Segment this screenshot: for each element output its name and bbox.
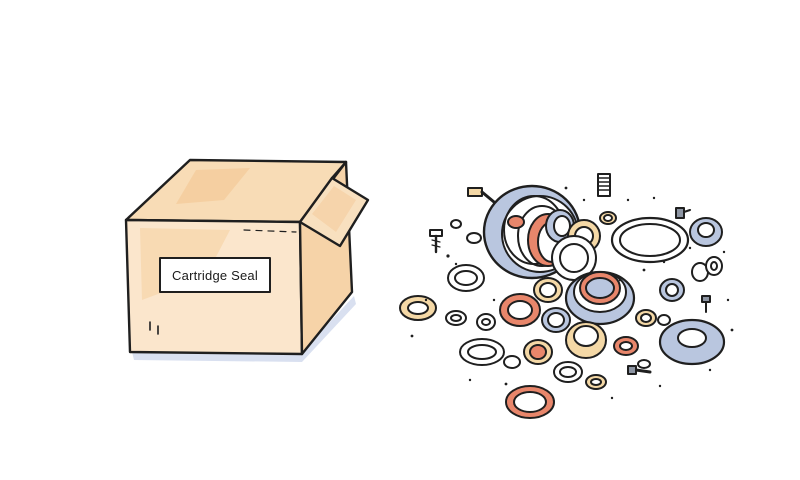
box-label-card bbox=[159, 257, 271, 293]
screw-icon bbox=[627, 365, 652, 375]
small-spring-icon bbox=[597, 173, 611, 197]
debris-dots bbox=[410, 186, 734, 400]
screw-icon bbox=[429, 229, 443, 254]
seal-parts-pile-icon bbox=[399, 173, 734, 419]
screw-icon bbox=[701, 295, 711, 313]
bearing-ring-icon bbox=[564, 270, 636, 326]
bolt-icon bbox=[467, 187, 496, 204]
cartridge-spring-icon bbox=[482, 184, 601, 281]
cardboard-box-icon bbox=[124, 158, 370, 362]
screw-icon bbox=[675, 207, 691, 219]
box-label: Cartridge Seal bbox=[172, 267, 258, 283]
spacer-icon bbox=[691, 256, 723, 282]
